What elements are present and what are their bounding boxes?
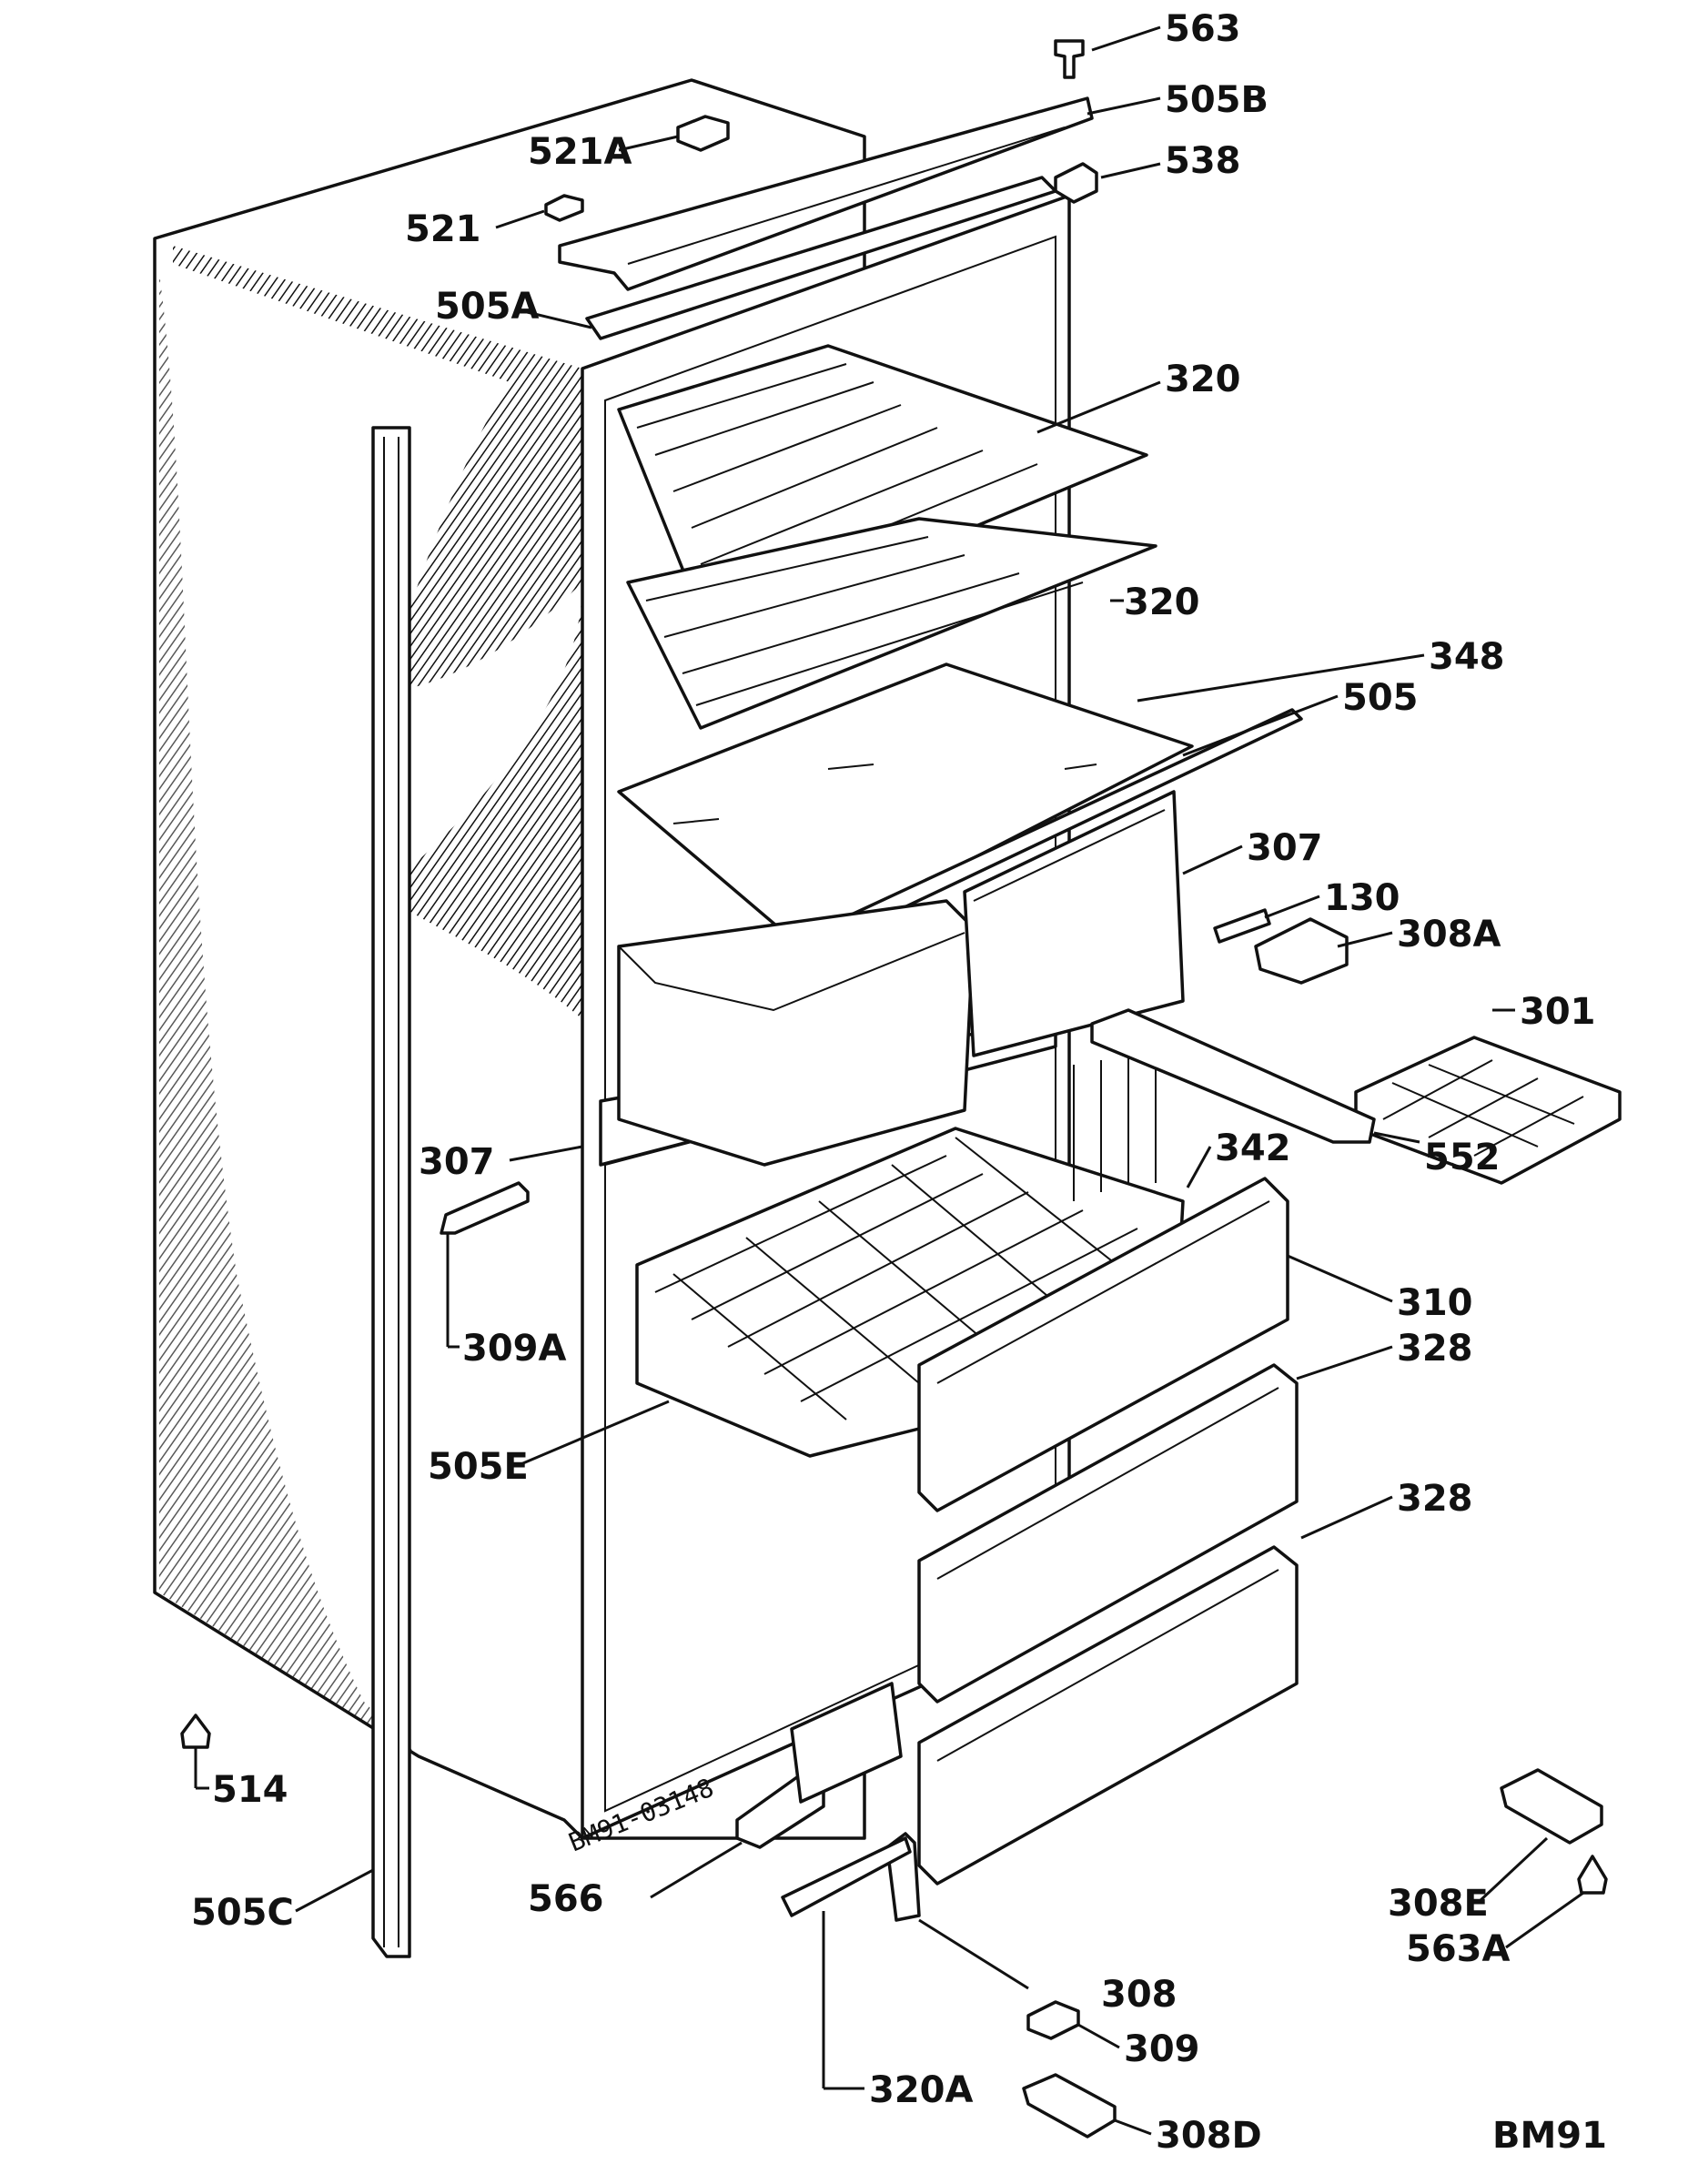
label-328-upper: 328	[1397, 1328, 1473, 1370]
label-130: 130	[1324, 877, 1400, 919]
label-320A: 320A	[869, 2069, 973, 2111]
bracket-538	[1054, 162, 1098, 204]
foot-514	[180, 1714, 211, 1749]
label-342: 342	[1215, 1127, 1291, 1169]
label-320-lower: 320	[1124, 581, 1200, 623]
label-505: 505	[1342, 677, 1419, 719]
label-514: 514	[212, 1769, 288, 1811]
label-505E: 505E	[428, 1446, 529, 1488]
diagram-code: BM91	[1492, 2115, 1607, 2157]
drawer-runner	[1090, 1008, 1376, 1144]
label-308D: 308D	[1156, 2115, 1262, 2157]
crisper-drawer-left	[617, 899, 975, 1167]
door-gasket-strip	[371, 426, 411, 1958]
label-308A: 308A	[1397, 914, 1501, 956]
screw-563	[1054, 39, 1085, 79]
label-310: 310	[1397, 1282, 1473, 1324]
top-rail	[558, 96, 1094, 340]
label-348: 348	[1429, 636, 1505, 678]
label-521A: 521A	[528, 131, 632, 173]
light-switch-320A	[781, 1836, 912, 1917]
hinge-308E	[1500, 1768, 1603, 1845]
label-307-right: 307	[1247, 827, 1323, 869]
hinge-pin-309A	[440, 1181, 530, 1235]
handle-521A	[676, 115, 730, 152]
freezer-flap-middle	[917, 1363, 1299, 1704]
freezer-flap-bottom	[917, 1545, 1299, 1886]
label-538: 538	[1165, 140, 1241, 182]
label-505B: 505B	[1165, 79, 1269, 121]
cap-521	[544, 194, 584, 222]
label-309: 309	[1124, 2028, 1200, 2070]
label-563A: 563A	[1406, 1928, 1510, 1970]
leader-lines	[194, 25, 1584, 2136]
freezer-flap-top	[917, 1177, 1289, 1512]
label-505A: 505A	[435, 286, 539, 328]
wire-shelf-lower	[626, 517, 1157, 730]
glass-shelf	[617, 662, 1194, 948]
label-309A: 309A	[462, 1328, 566, 1370]
label-320-upper: 320	[1165, 359, 1241, 400]
label-301: 301	[1520, 991, 1596, 1033]
label-521: 521	[405, 208, 481, 250]
block-309	[1026, 2000, 1080, 2040]
screw-563A	[1577, 1855, 1608, 1895]
callout-labels: 563 505B 521A 538 521 505A 320 320 348 5…	[191, 8, 1607, 2157]
ice-cube-tray	[1354, 1036, 1622, 1185]
label-308: 308	[1101, 1974, 1178, 2016]
basket-divider	[1073, 1056, 1157, 1201]
label-552: 552	[1424, 1137, 1501, 1178]
label-563: 563	[1165, 8, 1241, 50]
hinge-plate-130	[1213, 908, 1271, 944]
crisper-drawer-right	[963, 790, 1185, 1057]
control-panel	[790, 1682, 903, 1804]
label-308E: 308E	[1388, 1883, 1489, 1925]
hinge-308D	[1022, 2073, 1117, 2138]
hinge-308A	[1254, 917, 1349, 985]
label-307-left: 307	[419, 1141, 495, 1183]
label-566: 566	[528, 1878, 604, 1920]
label-505C: 505C	[191, 1892, 294, 1934]
label-328-lower: 328	[1397, 1478, 1473, 1520]
